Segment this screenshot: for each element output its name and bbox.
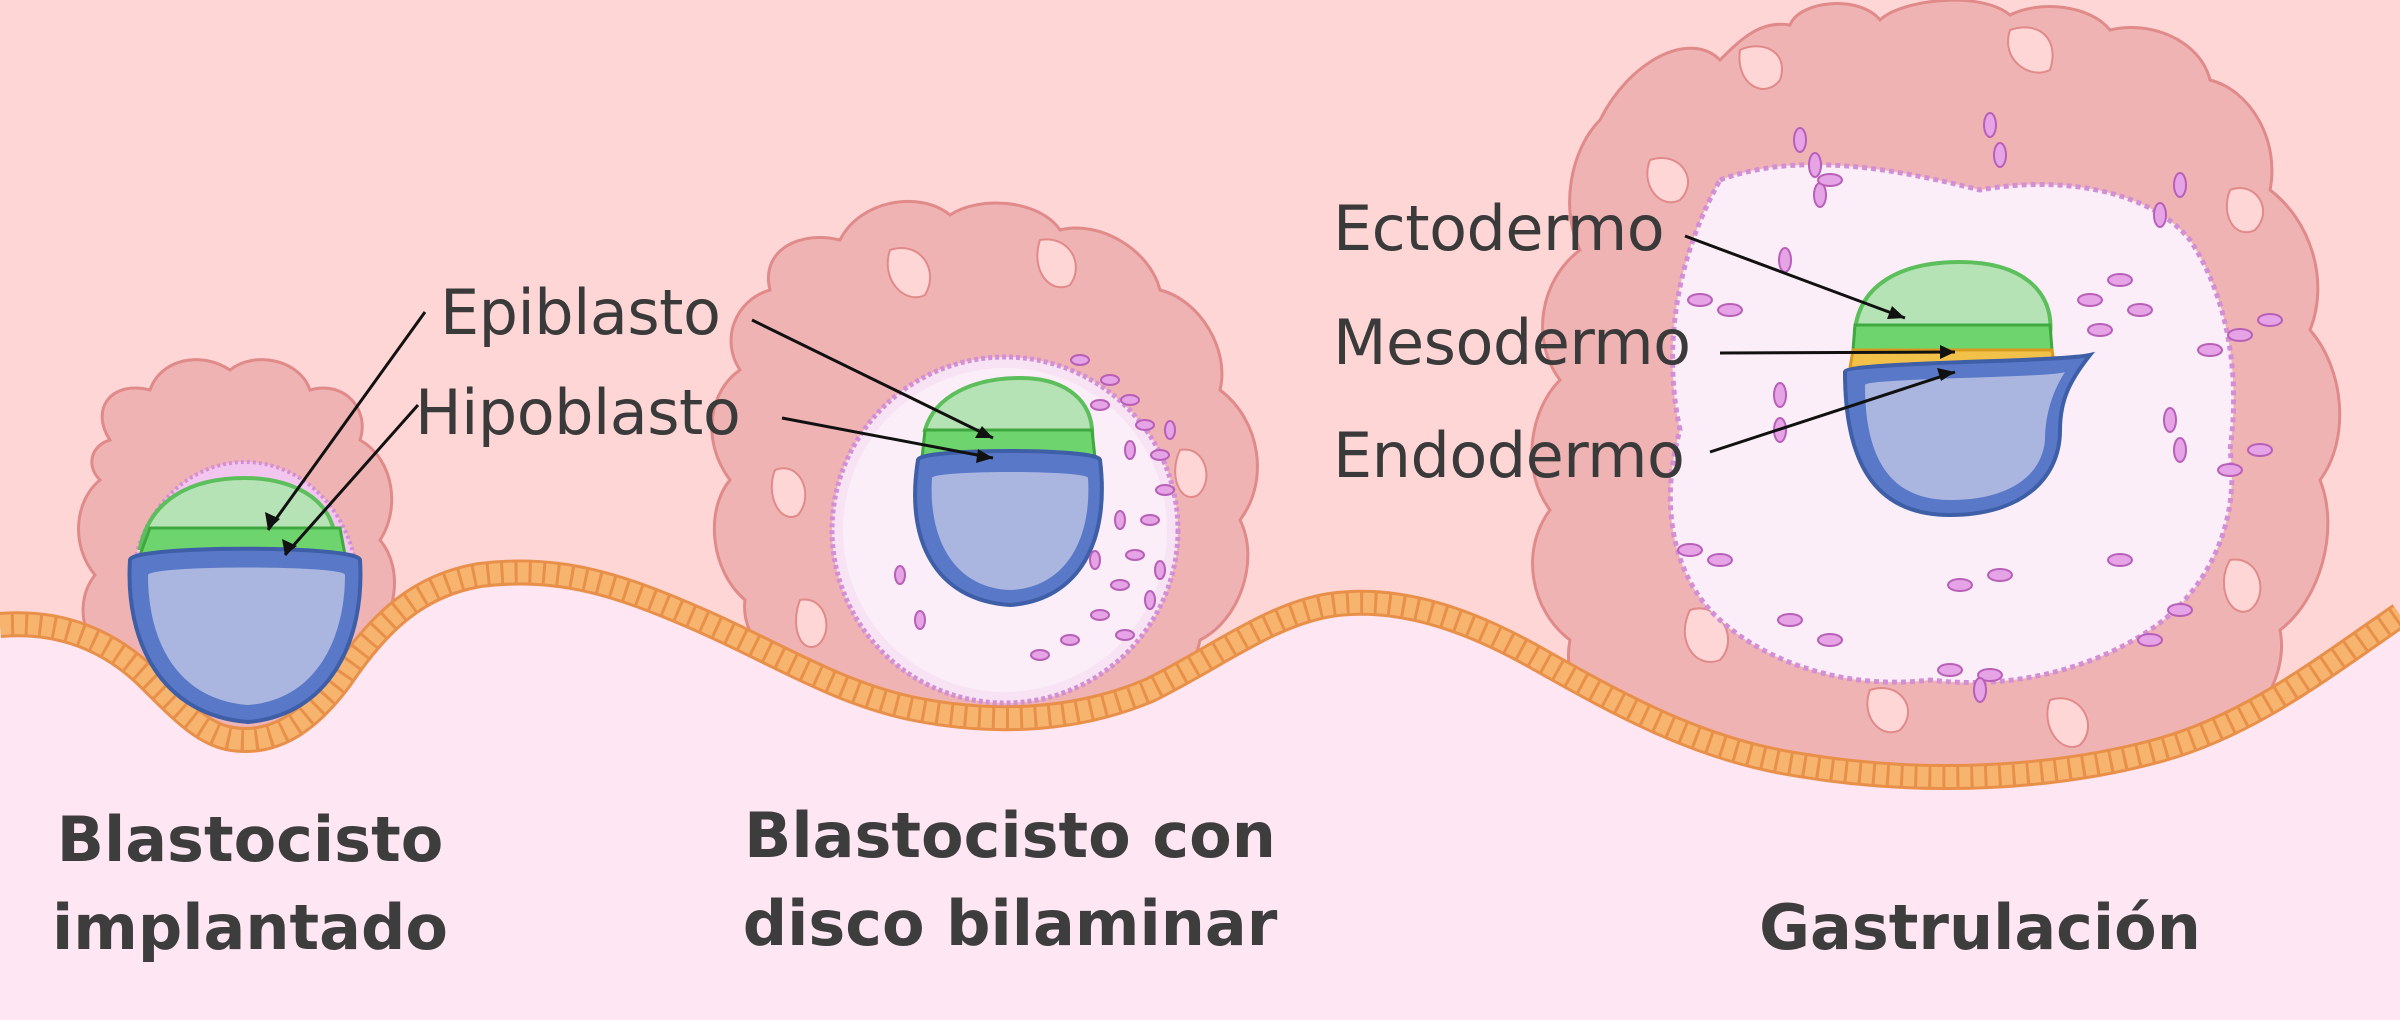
caption-gastrulation: Gastrulación [1680, 884, 2280, 972]
caption-line: implantado [52, 891, 448, 964]
caption-line: disco bilaminar [742, 887, 1278, 960]
hypoblast-label: Hipoblasto [415, 376, 741, 449]
epiblast-label: Epiblasto [440, 276, 721, 349]
endometrium [0, 559, 2400, 1020]
bilaminar-blastocyst [829, 354, 1181, 706]
leader-lines [266, 234, 1956, 556]
caption-line: Blastocisto con [744, 799, 1276, 872]
caption-implanted-blastocyst: Blastocisto implantado [0, 796, 500, 972]
caption-line: Gastrulación [1759, 891, 2201, 964]
arrowheads [265, 306, 1955, 555]
ectoderm-label: Ectodermo [1333, 192, 1665, 265]
implanted-blastocyst [127, 460, 363, 725]
mesoderm-label: Mesodermo [1333, 306, 1691, 379]
endoderm-label: Endodermo [1333, 419, 1685, 492]
caption-line: Blastocisto [56, 803, 444, 876]
gastrulation-embryo [1667, 112, 2283, 703]
caption-bilaminar-disc: Blastocisto con disco bilaminar [700, 792, 1320, 968]
